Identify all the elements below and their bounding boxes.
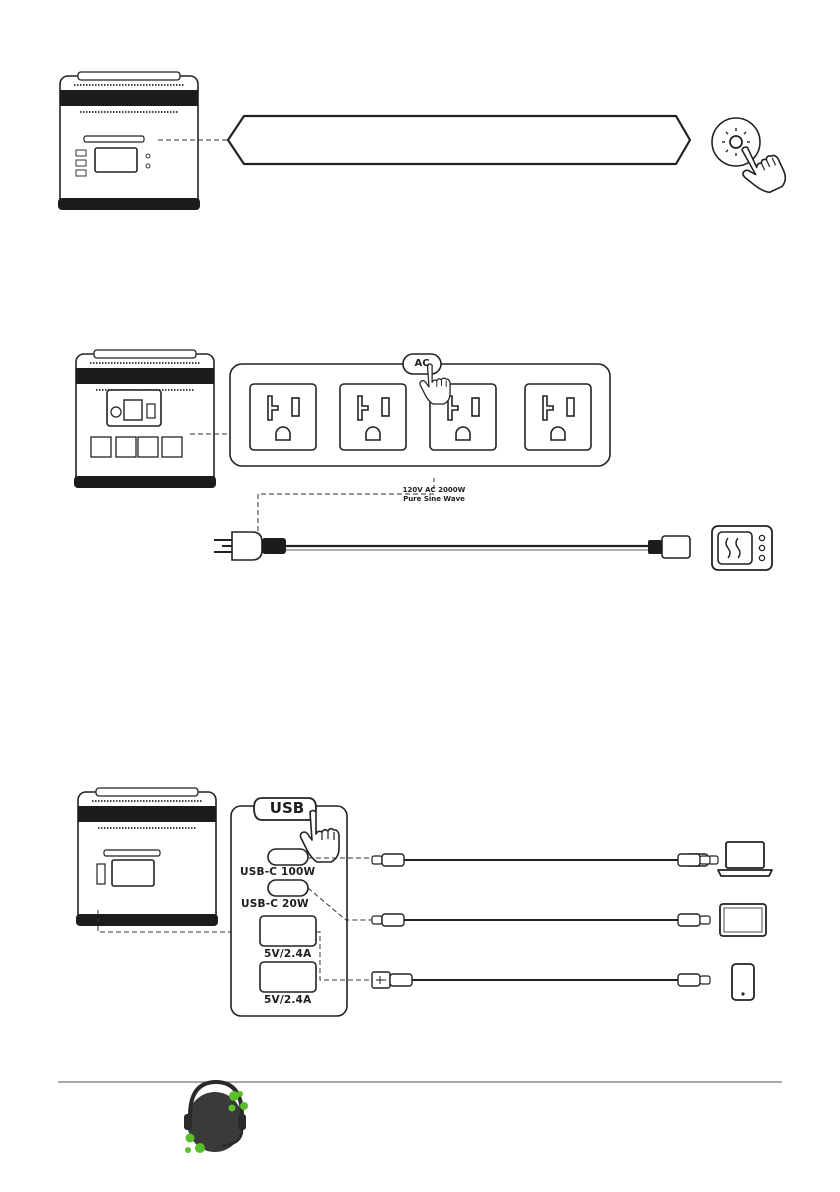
usb-port-label-2: USB-C 20W	[241, 898, 309, 910]
ac-plug-icon	[214, 532, 286, 560]
ac-outlet-4	[525, 384, 591, 450]
ac-spec-line-2: Pure Sine Wave	[380, 495, 488, 504]
light-bar-callout	[228, 116, 690, 164]
laptop-icon	[718, 842, 772, 876]
usb-c-port-2	[268, 880, 308, 896]
usb-c-port-1	[268, 849, 308, 865]
power-station-front-2	[74, 350, 216, 488]
usb-a-port-1	[260, 916, 316, 946]
ac-outlet-2	[340, 384, 406, 450]
usb-a-cable	[372, 972, 678, 988]
usb-c-cable-2	[372, 914, 678, 926]
power-station-front-1	[58, 72, 200, 210]
usb-a-port-2	[260, 962, 316, 992]
usb-port-label-4: 5V/2.4A	[264, 994, 311, 1006]
ac-badge-label: AC	[405, 355, 439, 373]
tablet-icon	[720, 904, 766, 936]
usb-badge-label: USB	[263, 795, 311, 821]
ac-outlet-1	[250, 384, 316, 450]
usb-c-connectors-right	[678, 854, 710, 986]
ac-spec-line-1: 120V AC 2000W	[380, 486, 488, 495]
ac-connector-icon	[648, 536, 690, 558]
microwave-icon	[712, 526, 772, 570]
phone-icon	[732, 964, 754, 1000]
power-station-front-3	[76, 788, 218, 926]
usb-port-label-3: 5V/2.4A	[264, 948, 311, 960]
usb-c-cable-1	[372, 854, 718, 866]
headset-support-logo-icon	[184, 1082, 248, 1153]
ac-spec-label: 120V AC 2000W Pure Sine Wave	[380, 486, 488, 503]
usb-port-label-1: USB-C 100W	[240, 866, 315, 878]
